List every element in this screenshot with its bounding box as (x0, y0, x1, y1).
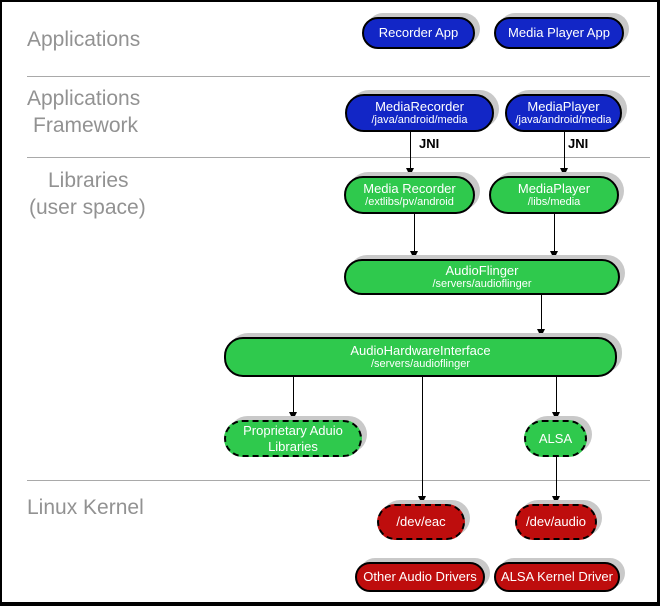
node-title: /dev/audio (526, 514, 586, 530)
arrow-ahi-to-proprietary-line (293, 377, 294, 413)
arrow-alsa-to-dev-audio-head (552, 496, 560, 504)
node-title: Media Recorder (363, 180, 456, 196)
node-audioflinger: AudioFlinger /servers/audioflinger (344, 259, 620, 295)
node-title: Other Audio Drivers (363, 569, 477, 585)
node-mediaplayer-framework: MediaPlayer /java/android/media (505, 94, 622, 132)
jni-label-left: JNI (419, 136, 440, 151)
node-mediaplayer-lib: MediaPlayer /libs/media (489, 176, 619, 214)
arrow-mediarecorder-to-audioflinger-head (410, 251, 418, 259)
node-dev-audio: /dev/audio (515, 504, 597, 540)
node-other-audio-drivers: Other Audio Drivers (355, 562, 485, 592)
divider-framework-libraries (27, 157, 650, 158)
node-subtitle: /servers/audioflinger (370, 358, 471, 371)
node-alsa-kernel-driver: ALSA Kernel Driver (494, 562, 620, 592)
node-title: MediaPlayer (517, 180, 591, 196)
node-mediarecorder-framework: MediaRecorder /java/android/media (345, 94, 494, 132)
node-title: MediaPlayer (527, 98, 600, 114)
node-subtitle: /java/android/media (371, 114, 468, 127)
node-title: ALSA Kernel Driver (501, 569, 613, 585)
node-subtitle: /servers/audioflinger (432, 278, 532, 291)
arrow-ahi-to-proprietary-head (289, 412, 297, 420)
node-media-recorder-lib: Media Recorder /extlibs/pv/android (344, 176, 475, 214)
divider-libraries-kernel (27, 480, 650, 481)
node-title: ALSA (538, 430, 573, 446)
node-dev-eac: /dev/eac (377, 504, 465, 540)
node-title: Proprietary Aduio Libraries (243, 422, 343, 454)
arrow-mediarecorder-to-audioflinger-line (414, 214, 415, 252)
arrow-mediaplayer-jni-head (560, 168, 568, 176)
arrow-ahi-to-alsa-line (556, 377, 557, 413)
jni-label-right: JNI (568, 136, 589, 151)
node-recorder-app: Recorder App (362, 17, 475, 49)
node-title: /dev/eac (396, 514, 446, 530)
node-alsa: ALSA (524, 420, 587, 457)
arrow-mediarecorder-jni-head (406, 168, 414, 176)
arrow-ahi-to-alsa-head (552, 412, 560, 420)
node-title: Media Player App (508, 25, 610, 41)
node-media-player-app: Media Player App (494, 17, 624, 49)
divider-applications-framework (27, 76, 650, 77)
node-title: MediaRecorder (375, 98, 464, 114)
arrow-alsa-to-dev-audio-line (556, 457, 557, 497)
arrow-mediaplayer-to-audioflinger-line (554, 214, 555, 252)
node-subtitle: /java/android/media (515, 114, 612, 127)
section-label-framework-line2: Framework (33, 114, 139, 137)
node-subtitle: /extlibs/pv/android (365, 196, 454, 209)
node-proprietary-audio-libraries: Proprietary Aduio Libraries (224, 420, 362, 457)
node-title: Recorder App (378, 25, 459, 41)
section-label-framework-line1: Applications (27, 87, 141, 110)
section-label-applications: Applications (27, 28, 141, 51)
arrow-ahi-to-dev-eac-head (418, 496, 426, 504)
arrow-audioflinger-to-ahi-line (541, 295, 542, 330)
section-label-libraries-line1: Libraries (48, 169, 129, 192)
arrow-audioflinger-to-ahi-head (537, 329, 545, 337)
node-audiohardwareinterface: AudioHardwareInterface /servers/audiofli… (224, 337, 617, 377)
node-title: AudioHardwareInterface (350, 342, 491, 358)
section-label-linux-kernel: Linux Kernel (27, 496, 144, 519)
arrow-mediaplayer-jni-line (564, 132, 565, 169)
arrow-ahi-to-dev-eac-line (422, 377, 423, 497)
arrow-mediaplayer-to-audioflinger-head (550, 251, 558, 259)
node-title: AudioFlinger (445, 262, 519, 278)
arrow-mediarecorder-jni-line (410, 132, 411, 169)
node-subtitle: /libs/media (527, 196, 581, 209)
section-label-libraries-line2: (user space) (29, 196, 146, 219)
